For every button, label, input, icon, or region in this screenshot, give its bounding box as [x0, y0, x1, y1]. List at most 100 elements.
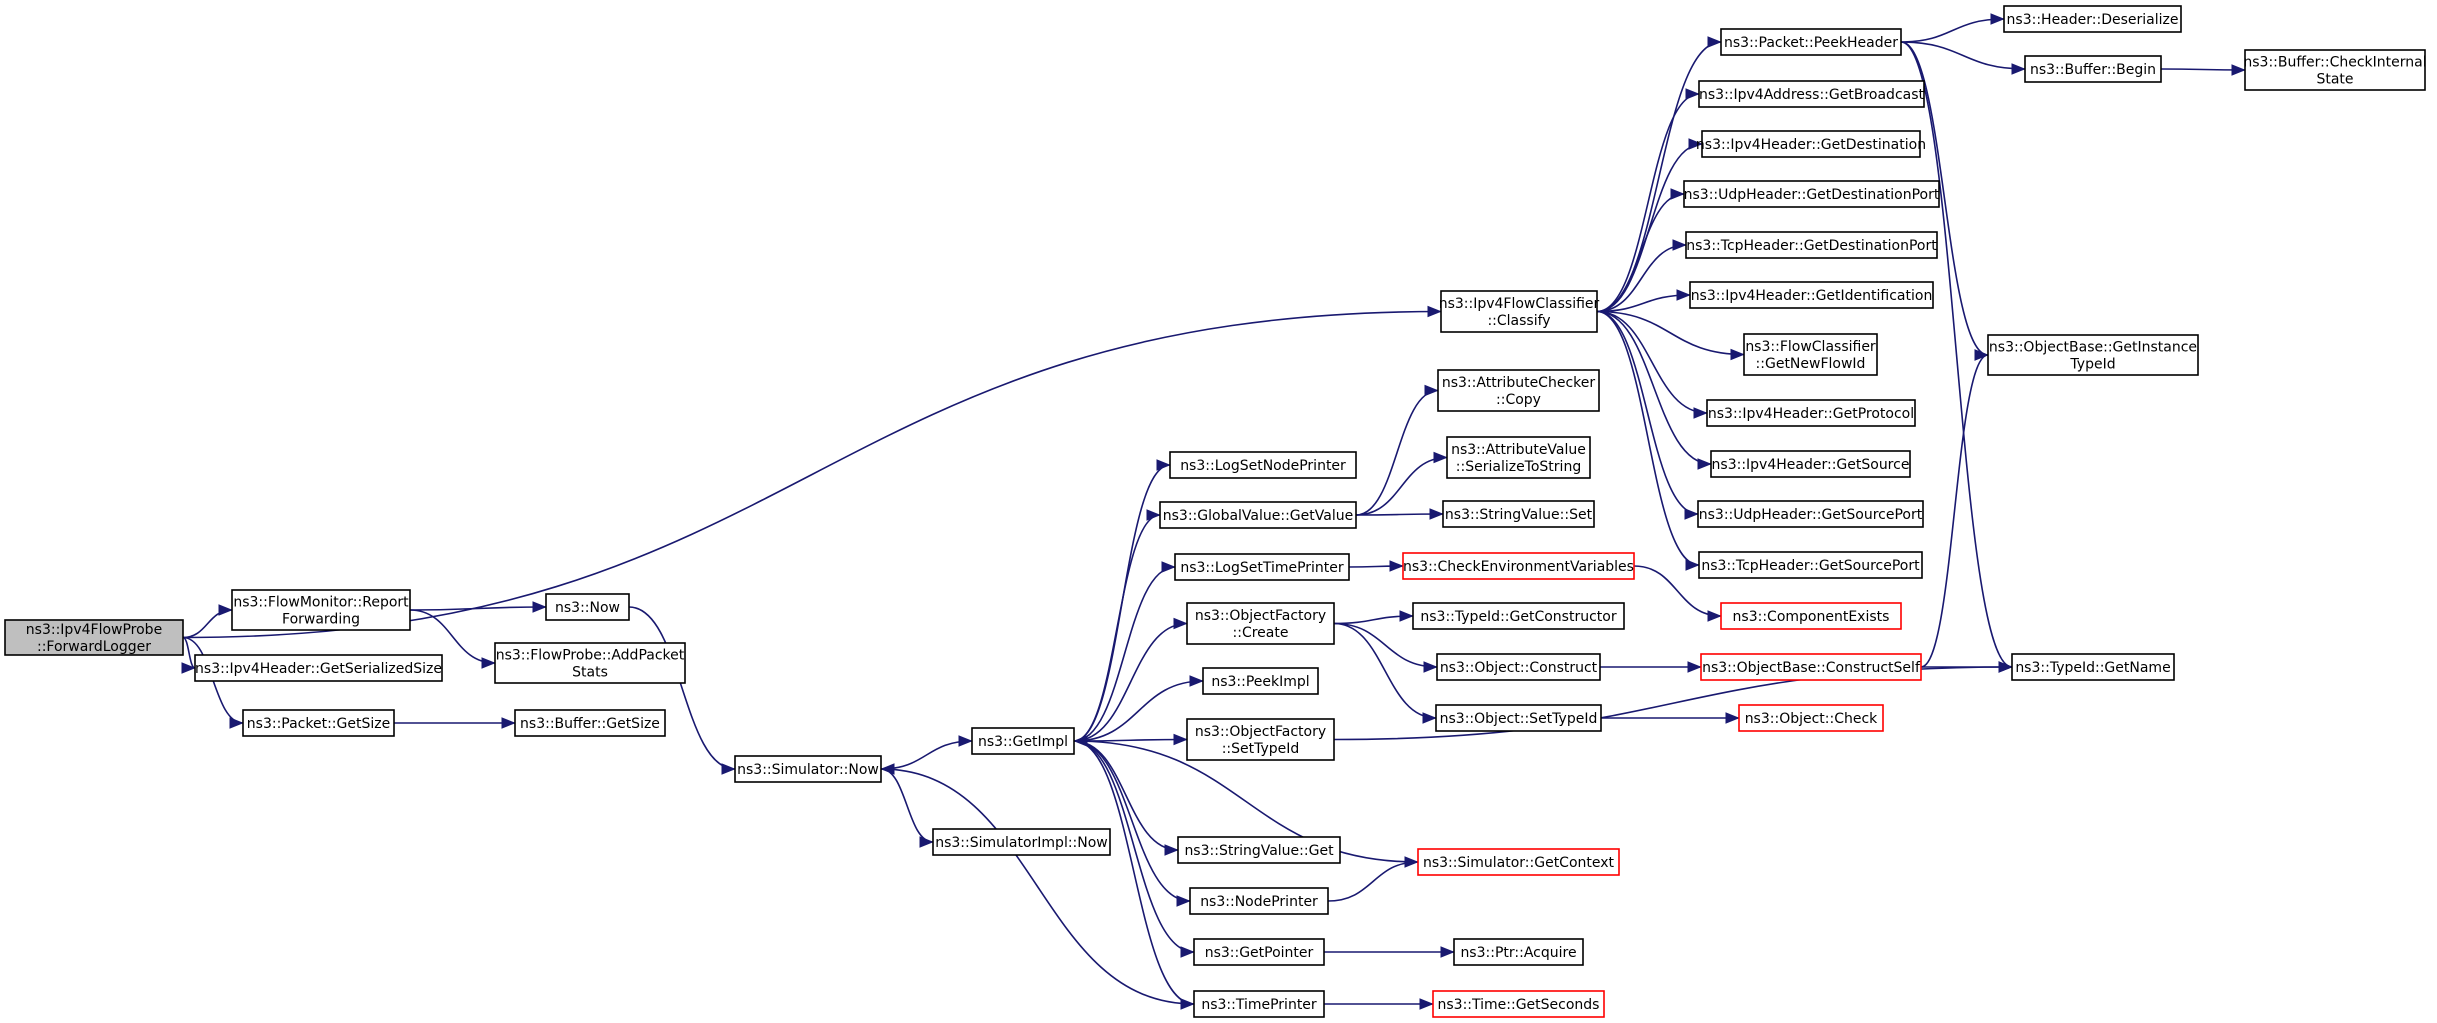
node-box[interactable] [1738, 704, 1884, 732]
node-box[interactable] [1436, 653, 1601, 681]
node-ipv4h_ident[interactable]: ns3::Ipv4Header::GetIdentification [1689, 281, 1934, 309]
node-buf_getsize[interactable]: ns3::Buffer::GetSize [514, 709, 666, 737]
node-box[interactable] [932, 828, 1111, 856]
node-of_create[interactable]: ns3::ObjectFactory::Create [1186, 602, 1335, 645]
node-box[interactable] [1697, 500, 1924, 528]
node-box[interactable] [494, 642, 686, 684]
node-sv_get[interactable]: ns3::StringValue::Get [1177, 836, 1341, 864]
node-lognode[interactable]: ns3::LogSetNodePrinter [1169, 451, 1357, 479]
node-box[interactable] [2024, 55, 2162, 83]
node-udp_srcport[interactable]: ns3::UdpHeader::GetSourcePort [1697, 500, 1924, 528]
node-udp_destport[interactable]: ns3::UdpHeader::GetDestinationPort [1683, 180, 1940, 208]
node-box[interactable] [1698, 551, 1923, 579]
node-box[interactable] [231, 589, 411, 631]
node-buf_begin[interactable]: ns3::Buffer::Begin [2024, 55, 2162, 83]
node-ns3_now[interactable]: ns3::Now [545, 593, 630, 621]
node-ptr_acquire[interactable]: ns3::Ptr::Acquire [1453, 938, 1584, 966]
node-box[interactable] [1446, 436, 1591, 479]
node-box[interactable] [1442, 500, 1595, 528]
node-box[interactable] [1698, 80, 1925, 108]
node-objbase_cself[interactable]: ns3::ObjectBase::ConstructSelf [1700, 653, 1922, 681]
node-obj_check[interactable]: ns3::Object::Check [1738, 704, 1884, 732]
node-classify[interactable]: ns3::Ipv4FlowClassifier::Classify [1439, 290, 1600, 333]
node-box[interactable] [1159, 501, 1357, 529]
node-nodeprinter[interactable]: ns3::NodePrinter [1189, 887, 1329, 915]
node-compexists[interactable]: ns3::ComponentExists [1720, 602, 1902, 630]
node-box[interactable] [1987, 334, 2199, 376]
node-gv_getvalue[interactable]: ns3::GlobalValue::GetValue [1159, 501, 1357, 529]
node-pkt_peek[interactable]: ns3::Packet::PeekHeader [1720, 28, 1902, 56]
node-ipv4h_getser[interactable]: ns3::Ipv4Header::GetSerializedSize [194, 654, 443, 682]
node-box[interactable] [1202, 667, 1319, 695]
node-box[interactable] [1189, 887, 1329, 915]
node-box[interactable] [1432, 990, 1605, 1018]
node-box[interactable] [194, 654, 443, 682]
node-box[interactable] [514, 709, 666, 737]
node-root[interactable]: ns3::Ipv4FlowProbe::ForwardLogger [4, 619, 184, 656]
node-box[interactable] [1683, 180, 1940, 208]
node-ac_copy[interactable]: ns3::AttributeChecker::Copy [1437, 369, 1600, 412]
node-box[interactable] [1402, 552, 1635, 580]
node-box[interactable] [1743, 333, 1878, 376]
node-time_getsec[interactable]: ns3::Time::GetSeconds [1432, 990, 1605, 1018]
node-checkenv[interactable]: ns3::CheckEnvironmentVariables [1402, 552, 1635, 580]
node-box[interactable] [1720, 28, 1902, 56]
node-box[interactable] [1720, 602, 1902, 630]
node-peekimpl[interactable]: ns3::PeekImpl [1202, 667, 1319, 695]
node-box[interactable] [2011, 653, 2175, 681]
node-box[interactable] [1706, 399, 1916, 427]
node-box[interactable] [1193, 938, 1325, 966]
node-sim_now[interactable]: ns3::Simulator::Now [734, 755, 882, 783]
node-ipv4h_src[interactable]: ns3::Ipv4Header::GetSource [1710, 450, 1911, 478]
node-box[interactable] [1440, 290, 1598, 333]
node-box[interactable] [1417, 848, 1620, 876]
node-ipv4h_dest[interactable]: ns3::Ipv4Header::GetDestination [1696, 130, 1926, 158]
node-box[interactable] [1437, 369, 1600, 412]
node-box[interactable] [1689, 281, 1934, 309]
node-box[interactable] [1412, 602, 1625, 630]
node-box[interactable] [1701, 130, 1921, 158]
node-ipv4h_proto[interactable]: ns3::Ipv4Header::GetProtocol [1706, 399, 1916, 427]
node-box[interactable] [1700, 653, 1922, 681]
node-box[interactable] [1193, 990, 1325, 1018]
node-box[interactable] [1685, 231, 1938, 259]
node-box[interactable] [4, 619, 184, 656]
node-tid_getname[interactable]: ns3::TypeId::GetName [2011, 653, 2175, 681]
node-logtime[interactable]: ns3::LogSetTimePrinter [1174, 553, 1350, 581]
node-box[interactable] [2003, 5, 2182, 33]
node-box[interactable] [1174, 553, 1350, 581]
node-box[interactable] [1453, 938, 1584, 966]
node-box[interactable] [242, 709, 395, 737]
node-box[interactable] [1186, 602, 1335, 645]
node-box[interactable] [1186, 718, 1335, 761]
node-of_settypeid[interactable]: ns3::ObjectFactory::SetTypeId [1186, 718, 1335, 761]
node-box[interactable] [734, 755, 882, 783]
node-av_ser[interactable]: ns3::AttributeValue::SerializeToString [1446, 436, 1591, 479]
node-obj_construct[interactable]: ns3::Object::Construct [1436, 653, 1601, 681]
node-sv_set[interactable]: ns3::StringValue::Set [1442, 500, 1595, 528]
node-box[interactable] [545, 593, 630, 621]
node-box[interactable] [2244, 49, 2426, 91]
node-box[interactable] [1177, 836, 1341, 864]
node-box[interactable] [971, 727, 1075, 755]
node-tcp_destport[interactable]: ns3::TcpHeader::GetDestinationPort [1685, 231, 1938, 259]
node-box[interactable] [1710, 450, 1911, 478]
node-getpointer[interactable]: ns3::GetPointer [1193, 938, 1325, 966]
node-simimpl_now[interactable]: ns3::SimulatorImpl::Now [932, 828, 1111, 856]
node-fc_newflow[interactable]: ns3::FlowClassifier::GetNewFlowId [1743, 333, 1878, 376]
node-tid_getctor[interactable]: ns3::TypeId::GetConstructor [1412, 602, 1625, 630]
node-hdr_deser[interactable]: ns3::Header::Deserialize [2003, 5, 2182, 33]
node-obj_settypeid[interactable]: ns3::Object::SetTypeId [1435, 704, 1602, 732]
node-sim_getctx[interactable]: ns3::Simulator::GetContext [1417, 848, 1620, 876]
node-box[interactable] [1169, 451, 1357, 479]
node-tcp_srcport[interactable]: ns3::TcpHeader::GetSourcePort [1698, 551, 1923, 579]
node-pkt_getsize[interactable]: ns3::Packet::GetSize [242, 709, 395, 737]
node-getimpl[interactable]: ns3::GetImpl [971, 727, 1075, 755]
node-ipv4a_bcast[interactable]: ns3::Ipv4Address::GetBroadcast [1698, 80, 1925, 108]
node-timeprinter[interactable]: ns3::TimePrinter [1193, 990, 1325, 1018]
node-box[interactable] [1435, 704, 1602, 732]
